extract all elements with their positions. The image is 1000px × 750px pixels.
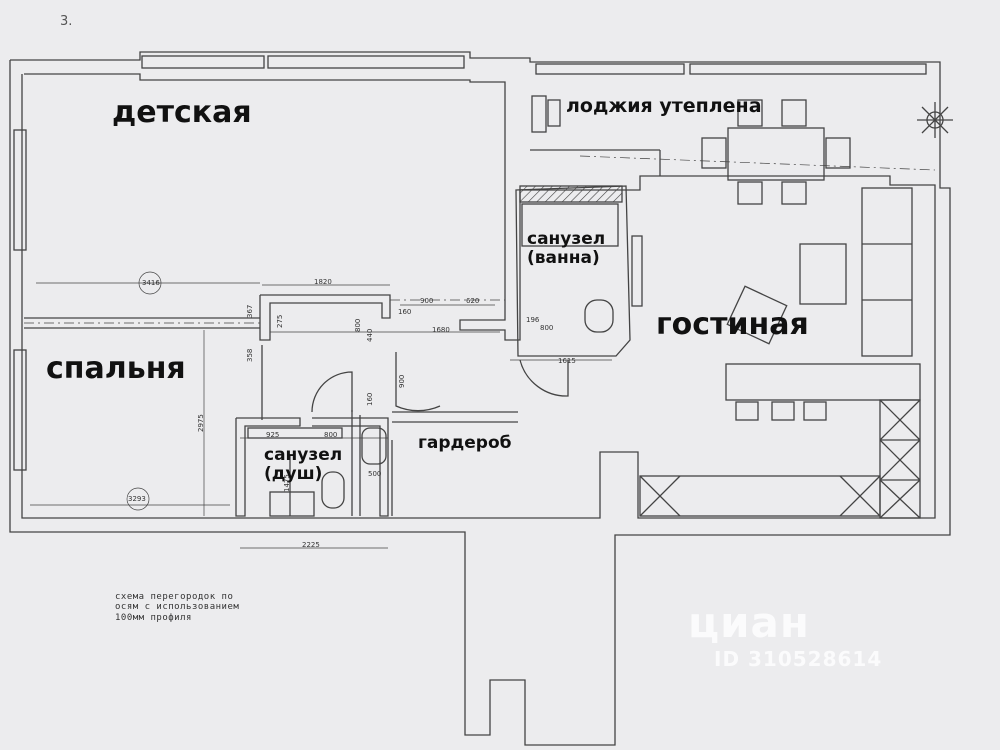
dimension-800b: 800 xyxy=(540,324,554,332)
dimension-2975: 2975 xyxy=(197,414,205,432)
dimension-620: 620 xyxy=(466,297,480,305)
sheet-number: 3. xyxy=(60,14,73,29)
dimension-1475: 1475 xyxy=(283,474,291,492)
dimension-800c: 800 xyxy=(324,431,338,439)
dimension-1680: 1680 xyxy=(432,326,450,334)
dimension-1615: 1615 xyxy=(558,357,576,365)
room-label-wardrobe: гардероб xyxy=(418,433,512,453)
room-label-bathroom-tub: санузел (ванна) xyxy=(527,230,605,267)
watermark-id: ID 310528614 xyxy=(714,647,883,671)
dimension-800a: 800 xyxy=(354,318,362,332)
room-label-bathroom-tub-line2: (ванна) xyxy=(527,247,600,268)
dimension-900: 900 xyxy=(420,297,434,305)
dimension-160b: 160 xyxy=(366,392,374,406)
outer-wall xyxy=(9,51,951,746)
dimension-367: 367 xyxy=(246,304,254,318)
dimension-2225: 2225 xyxy=(302,541,320,549)
room-label-bathroom-shower-line1: санузел xyxy=(264,445,343,465)
room-label-bathroom-tub-line1: санузел xyxy=(527,229,606,249)
room-label-loggia: лоджия утеплена xyxy=(566,95,762,117)
dimension-500: 500 xyxy=(368,470,382,478)
room-label-bedroom: спальня xyxy=(46,351,186,386)
room-label-living-room: гостиная xyxy=(656,307,809,342)
dimension-440: 440 xyxy=(366,328,374,342)
dimension-3416: 3416 xyxy=(142,279,160,287)
dimension-3293: 3293 xyxy=(128,495,146,503)
watermark-brand: циан xyxy=(688,598,810,647)
dimension-160a: 160 xyxy=(398,308,412,316)
partition-note-line1: схема перегородок по xyxy=(115,592,234,602)
dimension-925: 925 xyxy=(266,431,280,439)
dimension-358: 358 xyxy=(246,348,254,362)
watermark: циан ID 310528614 xyxy=(688,598,882,671)
dimension-275: 275 xyxy=(276,314,284,328)
room-label-bathroom-shower-line2: (душ) xyxy=(264,463,323,484)
room-label-bathroom-shower: санузел (душ) xyxy=(264,446,342,483)
dimension-900b: 900 xyxy=(398,374,406,388)
plant-icon xyxy=(917,102,953,138)
dimension-1820: 1820 xyxy=(314,278,332,286)
partition-note-line2: осям с использованием xyxy=(115,602,240,613)
partition-note: схема перегородок по осям с использовани… xyxy=(115,592,239,623)
dimension-196: 196 xyxy=(526,316,540,324)
partition-note-line3: 100мм профиля xyxy=(115,612,192,623)
room-label-nursery: детская xyxy=(112,95,252,130)
